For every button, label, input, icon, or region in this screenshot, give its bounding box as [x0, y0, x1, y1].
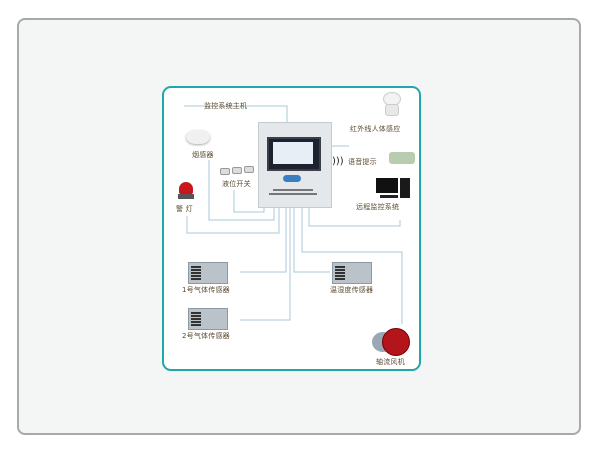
gas-sensor-2-icon [188, 308, 228, 330]
axial-fan-icon [372, 328, 410, 356]
label-smoke: 烟感器 [192, 151, 214, 159]
label-remote: 远程监控系统 [356, 203, 400, 211]
diagram-card: ))) 监控系统主机 烟感器 液位开关 警 灯 红外线人体感应 语音提示 远程监… [162, 86, 421, 371]
temp-humidity-sensor-icon [332, 262, 372, 284]
label-gas2: 2号气体传感器 [182, 332, 230, 340]
label-fan: 轴流风机 [376, 358, 405, 366]
line-alarm [186, 206, 280, 234]
smoke-detector-icon [186, 130, 210, 144]
line-host [184, 105, 288, 122]
level-switch-icon [220, 162, 254, 175]
line-gas1 [240, 206, 287, 273]
voice-wave-icon: ))) [332, 156, 344, 167]
infrared-sensor-icon [382, 92, 401, 116]
remote-pc-icon [376, 178, 410, 200]
line-temp [293, 206, 330, 273]
label-temp-humidity: 温湿度传感器 [330, 286, 374, 294]
gas-sensor-1-icon [188, 262, 228, 284]
label-alarm-light: 警 灯 [176, 205, 193, 213]
label-voice: 语音提示 [348, 158, 377, 166]
label-host: 监控系统主机 [204, 102, 248, 110]
line-level [233, 190, 265, 213]
label-gas1: 1号气体传感器 [182, 286, 230, 294]
label-infrared: 红外线人体感应 [350, 125, 401, 133]
host-cabinet [258, 122, 332, 208]
line-gas2 [240, 206, 291, 321]
alarm-light-icon [178, 182, 194, 200]
line-smoke [208, 160, 275, 221]
speech-bubble-icon [389, 152, 415, 164]
line-remote [308, 206, 401, 227]
connection-lines [184, 105, 403, 324]
host-logo [283, 175, 301, 182]
host-screen [267, 137, 321, 171]
label-level-switch: 液位开关 [222, 180, 251, 188]
line-fan [301, 206, 403, 324]
